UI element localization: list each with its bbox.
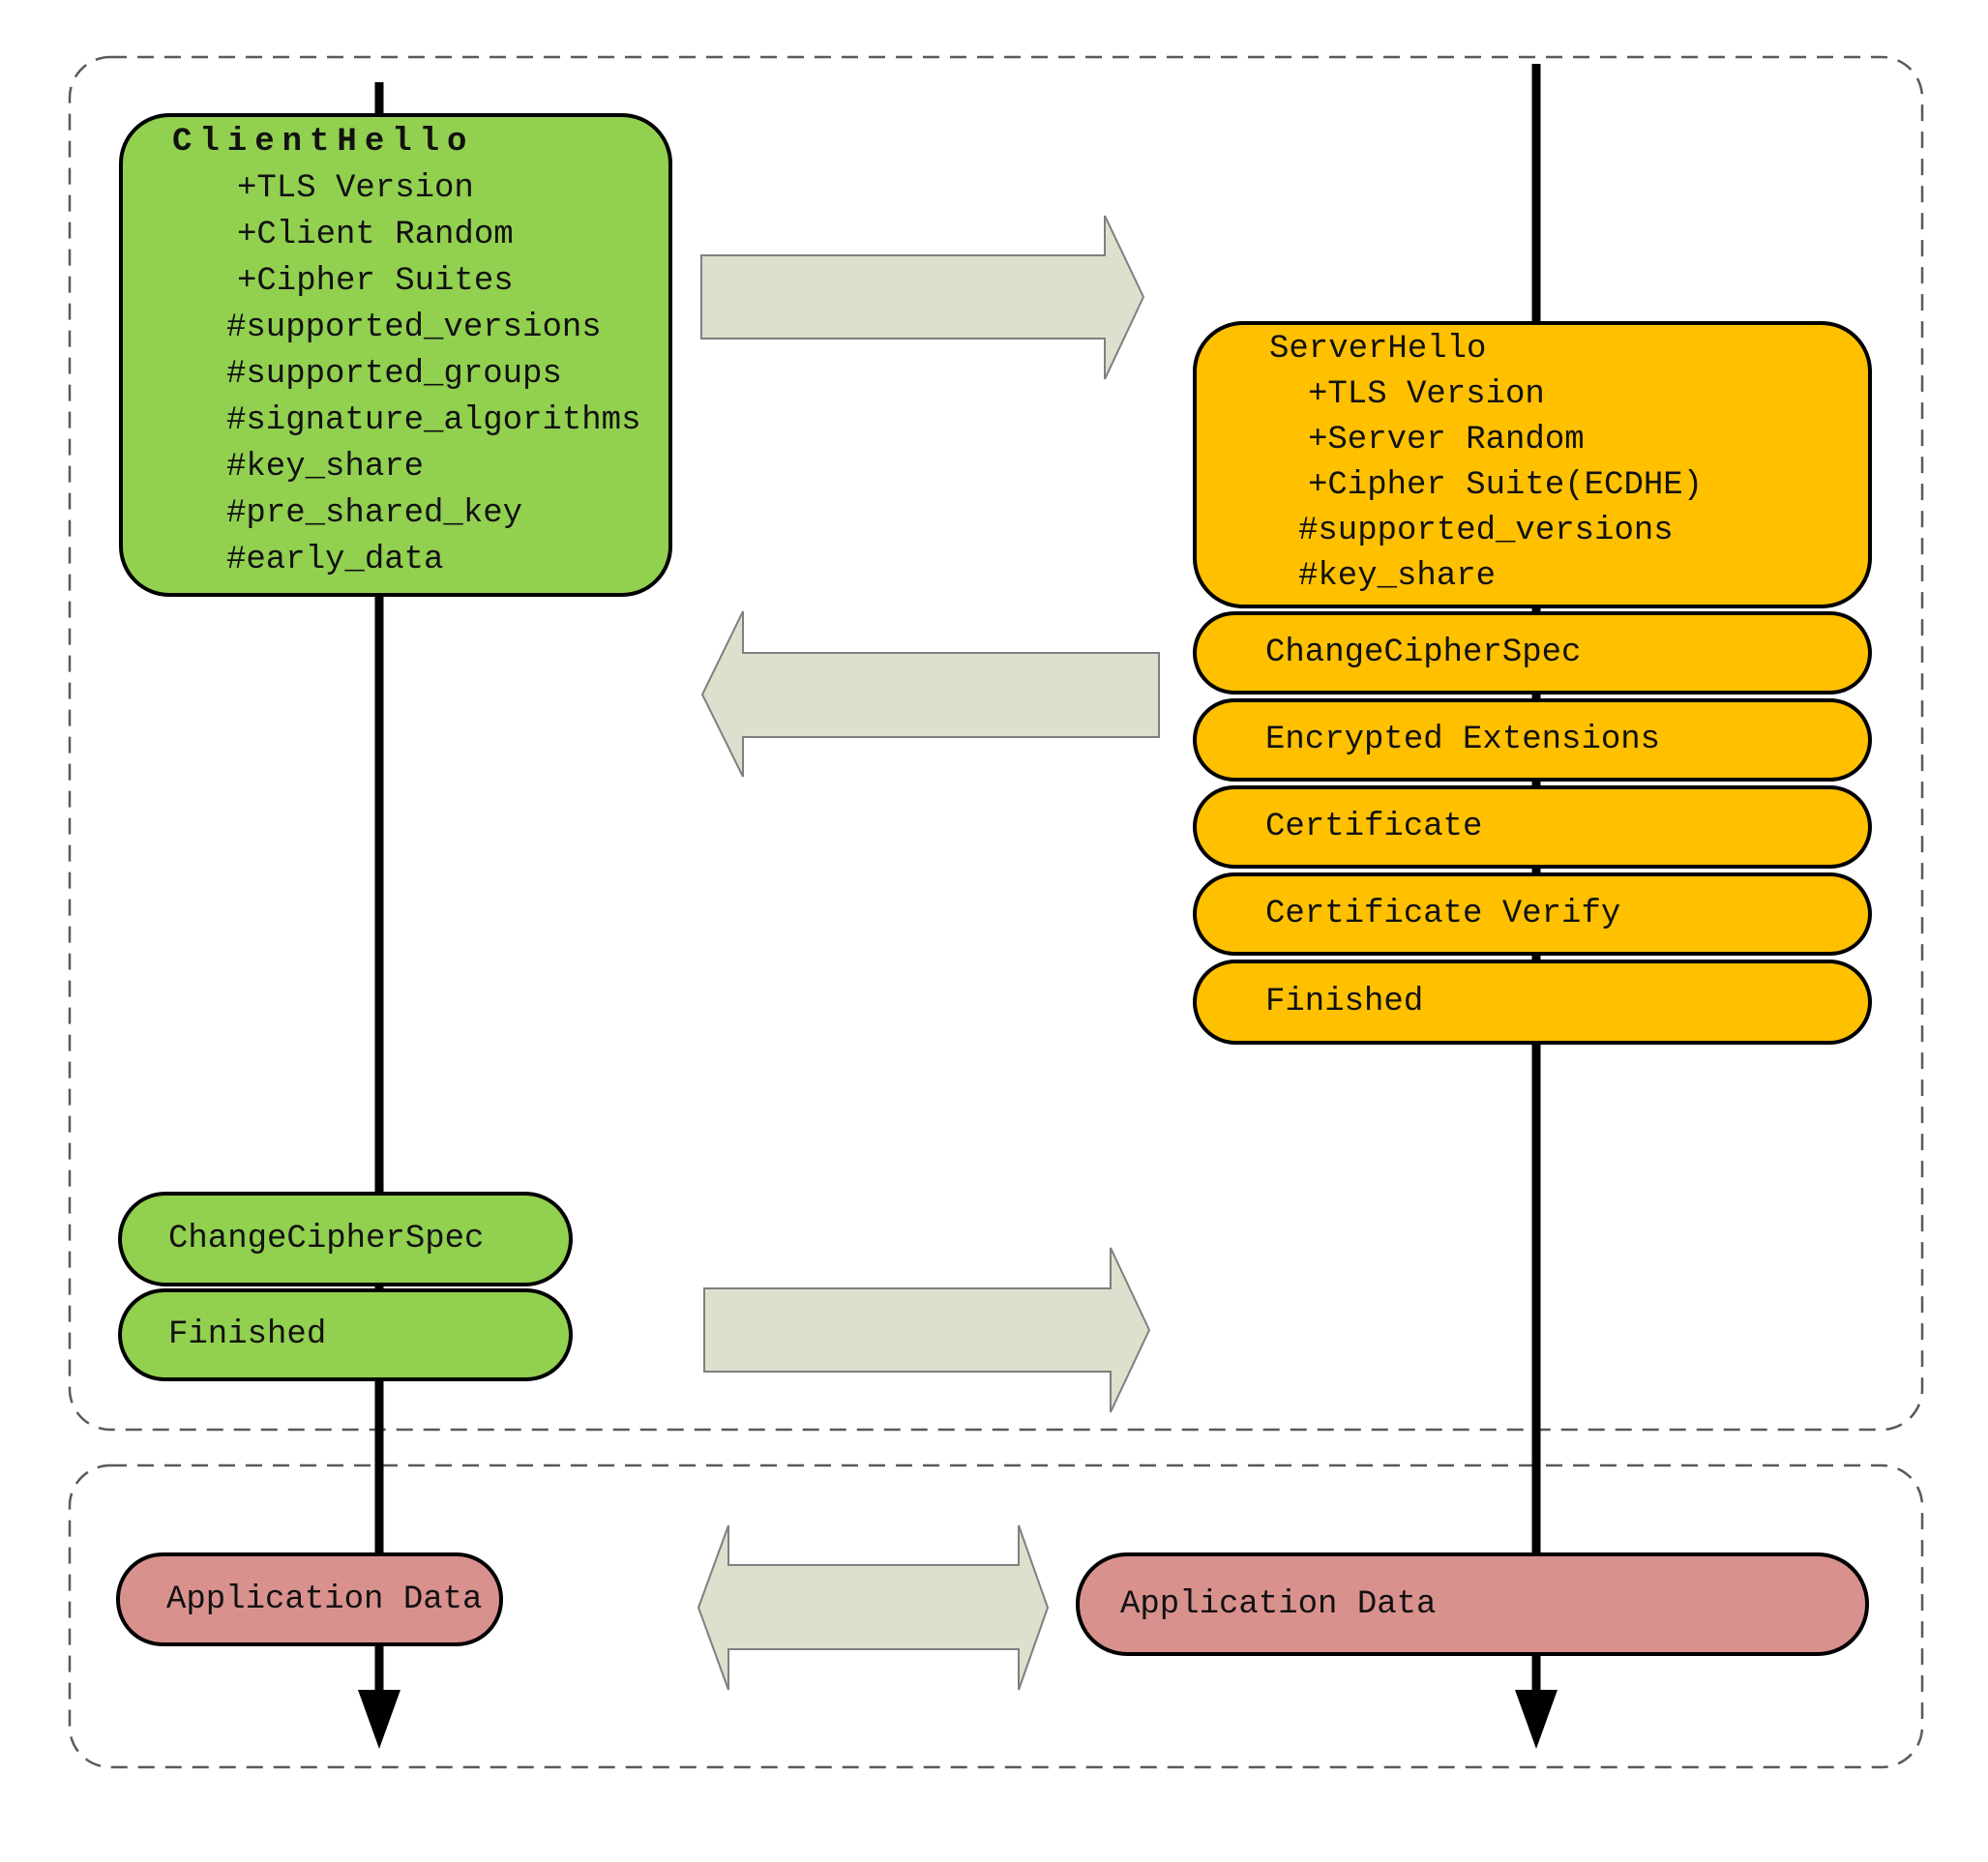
message-field-line: +TLS Version: [237, 170, 474, 207]
server-application-data-box: Application Data: [1076, 1552, 1869, 1656]
server-message-label: Encrypted Extensions: [1265, 722, 1661, 758]
server-message-encrypted-extensions: Encrypted Extensions: [1193, 698, 1872, 782]
server-message-label: Certificate: [1265, 809, 1483, 845]
application-data-label: Application Data: [1120, 1585, 1437, 1623]
client-hello-box: ClientHello +TLS Version +Client Random +Ci…: [119, 113, 672, 597]
client-application-data-box: Application Data: [116, 1552, 503, 1646]
message-field-line: #early_data: [226, 542, 444, 578]
application-phase-border: [68, 1463, 1924, 1769]
server-message-certificate: Certificate: [1193, 785, 1872, 869]
arrow-client-hello-to-server: [700, 215, 1145, 380]
message-field-line: #pre_shared_key: [226, 495, 523, 532]
message-field-line: #supported_groups: [226, 356, 562, 393]
server-message-finished: Finished: [1193, 960, 1872, 1045]
message-field-line: +TLS Version: [1308, 376, 1545, 413]
server-message-label: Certificate Verify: [1265, 896, 1621, 932]
server-hello-box: ServerHello +TLS Version +Server Random +Ci…: [1193, 321, 1872, 608]
message-field-line: ClientHello: [172, 124, 475, 161]
handshake-phase-border: [68, 55, 1924, 1432]
arrow-client-finished-to-server: [703, 1247, 1151, 1413]
arrow-application-data-bidirectional: [697, 1524, 1050, 1691]
server-message-change-cipher-spec: ChangeCipherSpec: [1193, 611, 1872, 695]
message-field-line: #supported_versions: [1298, 513, 1674, 549]
message-field-line: +Server Random: [1308, 422, 1585, 458]
client-message-label: ChangeCipherSpec: [168, 1221, 485, 1257]
server-message-label: ChangeCipherSpec: [1265, 635, 1582, 671]
client-message-label: Finished: [168, 1316, 327, 1353]
message-field-line: +Cipher Suite(ECDHE): [1308, 467, 1704, 504]
message-field-line: +Cipher Suites: [237, 263, 514, 300]
message-field-line: #supported_versions: [226, 310, 602, 346]
application-data-label: Application Data: [166, 1581, 483, 1618]
message-field-line: #signature_algorithms: [226, 402, 641, 439]
server-message-label: Finished: [1265, 984, 1424, 1020]
server-timeline-arrowhead: [1515, 1690, 1558, 1749]
arrow-server-flight-to-client: [700, 610, 1160, 778]
message-field-line: ServerHello: [1269, 331, 1487, 368]
client-timeline-arrowhead: [358, 1690, 401, 1749]
message-field-line: #key_share: [1298, 558, 1497, 595]
message-field-line: +Client Random: [237, 217, 514, 253]
client-change-cipher-spec-box: ChangeCipherSpec: [118, 1192, 573, 1286]
message-field-line: #key_share: [226, 449, 425, 486]
client-finished-box: Finished: [118, 1288, 573, 1381]
server-message-certificate-verify: Certificate Verify: [1193, 872, 1872, 956]
